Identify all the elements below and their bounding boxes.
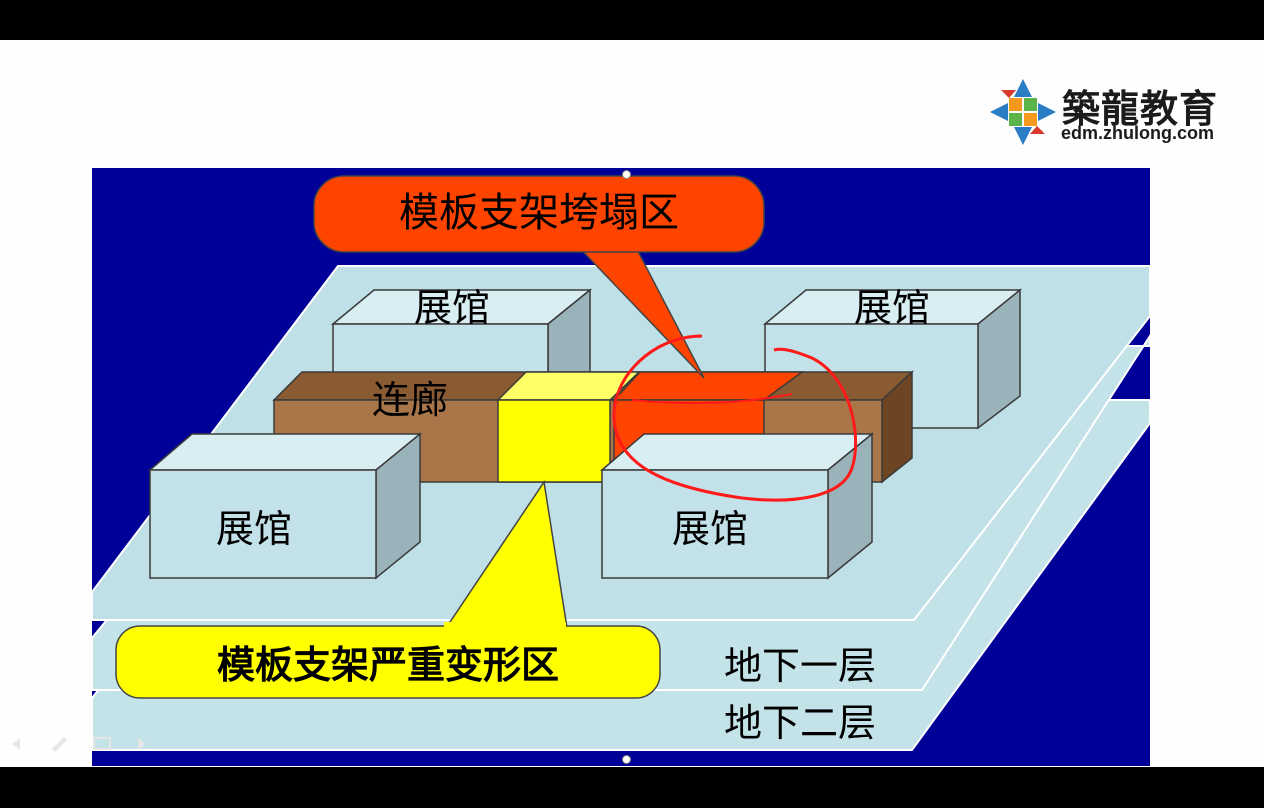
deformation-callout-label: 模板支架严重变形区: [217, 643, 559, 687]
next-arrow-icon: [138, 738, 146, 750]
pavilion-top-left-label: 展馆: [414, 286, 490, 330]
pavilion-bottom-right-label: 展馆: [672, 507, 748, 551]
deformation-callout: [115, 479, 661, 699]
presentation-toolbar[interactable]: [8, 734, 158, 752]
basement-2-label: 地下二层: [724, 701, 876, 745]
annotation-stroke: [631, 393, 793, 405]
annotation-circle: [612, 334, 858, 502]
pinwheel-icon: [990, 79, 1056, 145]
collapse-callout: [313, 175, 765, 379]
logo-title: 築龍教育: [1062, 86, 1219, 131]
pavilion-bottom-right: [599, 432, 875, 580]
pen-icon: [52, 737, 67, 752]
zhulong-logo: [990, 79, 1056, 145]
collapse-callout-label: 模板支架垮塌区: [399, 190, 679, 236]
pavilion-bottom-left: [147, 432, 423, 580]
selection-handle-top[interactable]: [622, 170, 631, 179]
pavilion-top-right-label: 展馆: [854, 286, 930, 330]
pavilion-bottom-left-label: 展馆: [216, 507, 292, 551]
logo-url: edm.zhulong.com: [1061, 123, 1214, 143]
previous-arrow-icon: [12, 738, 20, 750]
corridor-label: 连廊: [372, 378, 448, 422]
deformation-zone-front: [497, 399, 611, 483]
selection-handle-bottom[interactable]: [622, 755, 631, 764]
basement-1-label: 地下一层: [724, 644, 876, 688]
construction-diagram: 模板支架垮塌区 展馆 展馆 连廊 展馆 展馆 模板支架严重变形区 地下一层 地下…: [92, 168, 1150, 766]
menu-icon: [93, 737, 111, 750]
